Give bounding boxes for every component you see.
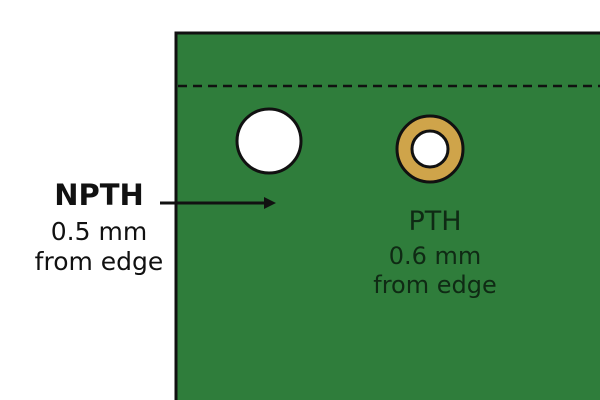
pth-distance-caption: from edge [373,271,497,300]
npth-distance-caption: from edge [34,246,164,276]
npth-hole [235,107,303,175]
pth-title: PTH [408,206,462,237]
pth-distance: 0.6 mm [388,242,482,271]
npth-distance: 0.5 mm [50,216,148,246]
npth-arrow-head [264,197,276,209]
npth-label: NPTH 0.5 mm from edge [24,178,174,277]
pcb-board [174,31,600,400]
npth-title: NPTH [54,178,144,212]
pth-label: PTH 0.6 mm from edge [340,206,530,300]
pth-drill-hole [410,129,450,169]
